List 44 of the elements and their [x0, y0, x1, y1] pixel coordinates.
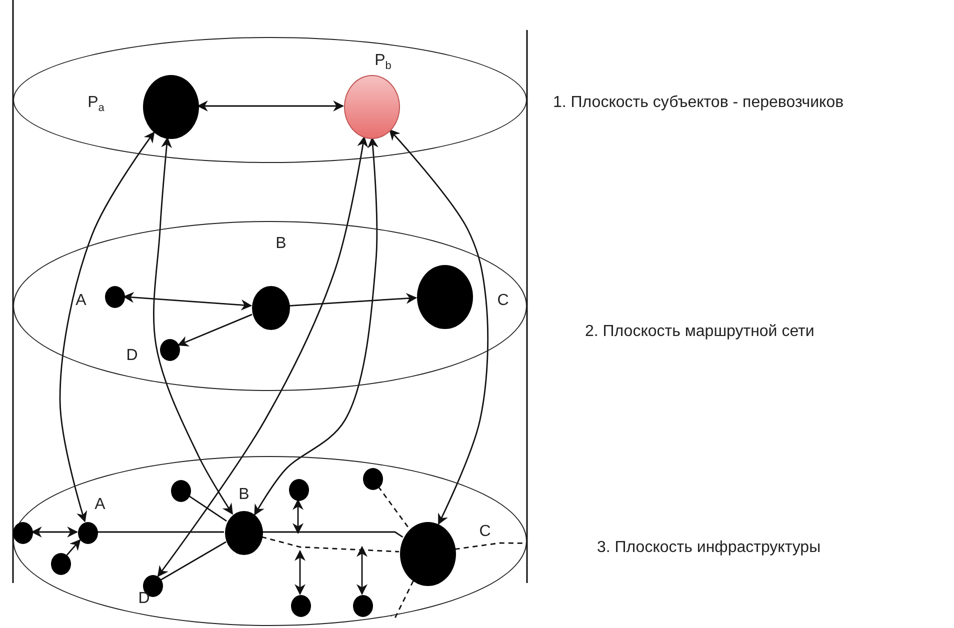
arrow: [388, 129, 488, 525]
arrow: [288, 292, 418, 306]
node-dot: [363, 468, 383, 490]
node-dot: [171, 480, 191, 502]
node-dot: [291, 595, 311, 617]
plane-ellipse: [13, 221, 527, 391]
node-dot: [13, 522, 33, 544]
arrow: [177, 314, 252, 346]
plane-caption: 3. Плоскость инфраструктуры: [597, 539, 821, 557]
plane-caption: 1. Плоскость субъектов - перевозчиков: [553, 94, 844, 112]
node-label: P$_{a}$: [88, 94, 104, 114]
arrow: [30, 526, 78, 538]
arrow: [59, 131, 155, 522]
plane-ellipse: [13, 456, 527, 626]
node-label: D: [138, 590, 150, 608]
node-label: B: [238, 486, 250, 504]
connector-line: [262, 531, 404, 538]
node-label: C: [497, 292, 509, 310]
arrow: [122, 292, 252, 310]
connector-line: [378, 486, 410, 529]
arrow: [254, 136, 378, 516]
arrow: [196, 100, 344, 112]
node-dot: [51, 553, 71, 575]
arrow: [356, 546, 368, 596]
node-label: P$_{b}$: [374, 52, 392, 72]
plane-ellipse: [13, 37, 527, 163]
arrow: [292, 498, 304, 534]
node-dot: [289, 479, 309, 501]
connector-line: [188, 495, 227, 522]
node-label: B: [276, 235, 286, 253]
node-dot: [353, 595, 373, 617]
node-label: D: [126, 347, 138, 365]
plane-caption: 2. Плоскость маршрутной сети: [585, 323, 814, 341]
arrow: [157, 136, 368, 578]
connector-line: [97, 531, 224, 533]
arrow: [153, 136, 233, 515]
node-label: C: [479, 523, 491, 541]
arrow: [294, 550, 306, 596]
connector-line: [160, 541, 226, 580]
node-label: A: [94, 496, 106, 514]
node-label: A: [76, 292, 86, 310]
connector-line: [391, 580, 414, 619]
arrow: [66, 539, 81, 556]
connector-line: [261, 536, 400, 552]
